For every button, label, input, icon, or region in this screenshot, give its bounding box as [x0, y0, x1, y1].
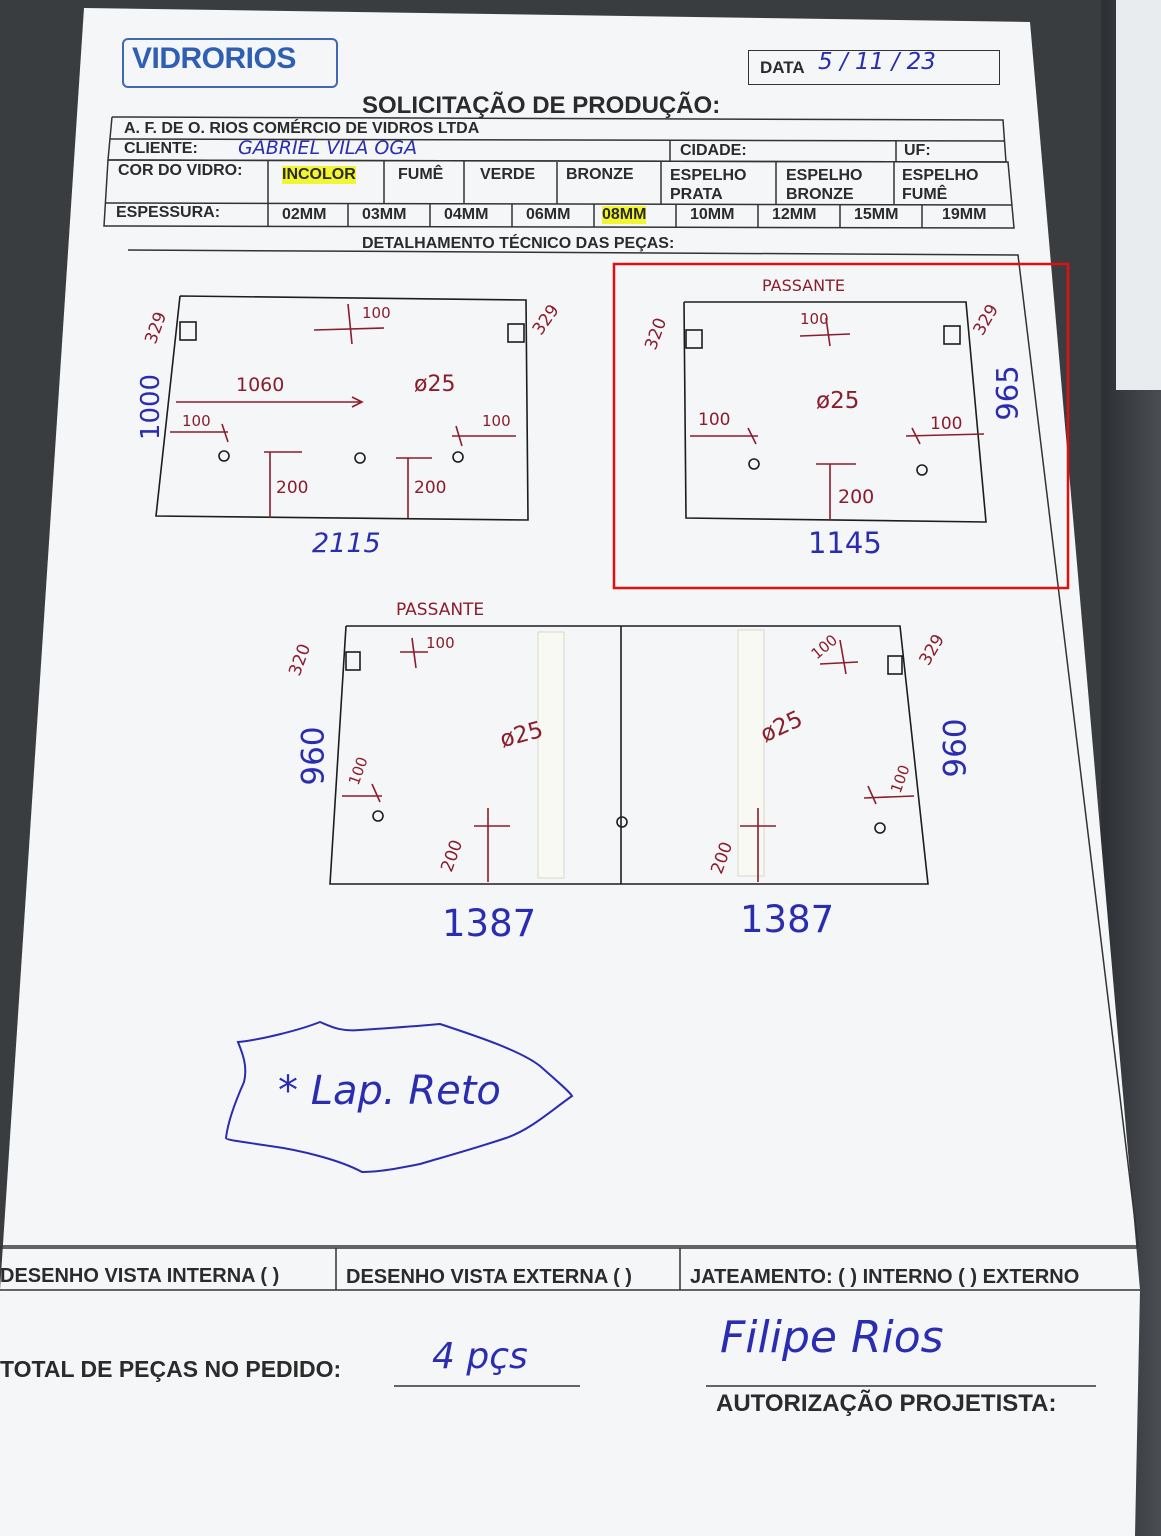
- vista-interna-label: DESENHO VISTA INTERNA ( ): [0, 1265, 280, 1287]
- p2-note: PASSANTE: [762, 276, 845, 295]
- thickness-10mm: 10MM: [690, 206, 735, 223]
- p2-width: 1145: [808, 526, 882, 560]
- city-label: CIDADE:: [680, 142, 747, 159]
- thickness-04mm: 04MM: [444, 206, 489, 223]
- color-option-verde: VERDE: [480, 166, 536, 183]
- thickness-08mm: 08MM: [602, 206, 647, 224]
- paper-stack: [1116, 0, 1161, 390]
- date-label: DATA: [760, 58, 805, 77]
- designer-signature: Filipe Rios: [720, 1312, 944, 1363]
- color-option-espelho-fume: ESPELHO FUMÊ: [902, 167, 979, 203]
- color-option-incolor: INCOLOR: [282, 166, 356, 184]
- thickness-19mm: 19MM: [942, 206, 987, 223]
- form-title: SOLICITAÇÃO DE PRODUÇÃO:: [362, 92, 721, 119]
- p3-width-right: 1387: [740, 898, 835, 941]
- date-box: [748, 50, 1000, 85]
- designer-authorization-label: AUTORIZAÇÃO PROJETISTA:: [716, 1390, 1057, 1417]
- thickness-15mm: 15MM: [854, 206, 899, 223]
- thickness-03mm: 03MM: [362, 206, 407, 223]
- p1-bottom-dim-2: 200: [414, 478, 447, 498]
- p2-bottom-dim: 200: [838, 486, 875, 508]
- finish-note: * Lap. Reto: [278, 1068, 501, 1114]
- p3-top-dim-left: 100: [426, 634, 455, 652]
- logo-frame: [122, 38, 338, 88]
- vista-externa-label: DESENHO VISTA EXTERNA ( ): [346, 1266, 632, 1288]
- color-option-espelho-bronze: ESPELHO BRONZE: [786, 167, 863, 203]
- p2-left-dim: 100: [698, 410, 731, 430]
- thickness-06mm: 06MM: [526, 206, 571, 223]
- client-label: CLIENTE:: [124, 140, 198, 157]
- color-option-bronze: BRONZE: [566, 166, 634, 183]
- total-pieces-label: TOTAL DE PEÇAS NO PEDIDO:: [0, 1356, 342, 1382]
- color-option-espelho-prata: ESPELHO PRATA: [670, 167, 747, 203]
- p1-top-dim: 100: [362, 304, 391, 322]
- p1-bottom-dim-1: 200: [276, 478, 309, 498]
- jateamento-label: JATEAMENTO: ( ) INTERNO ( ) EXTERNO: [690, 1266, 1080, 1288]
- p2-right-dim: 100: [930, 414, 963, 434]
- p3-height-right: 960: [937, 718, 974, 778]
- p1-hole-diameter: ø25: [414, 372, 456, 397]
- glass-color-label: COR DO VIDRO:: [118, 162, 243, 179]
- p3-width-left: 1387: [442, 902, 537, 945]
- brand-logo: VIDRORIOS: [132, 42, 296, 75]
- p2-top-dim: 100: [800, 310, 829, 328]
- p2-height: 965: [990, 365, 1025, 421]
- p1-right-dim: 100: [482, 412, 511, 430]
- p3-note: PASSANTE: [396, 600, 485, 620]
- total-pieces-value: 4 pçs: [432, 1336, 528, 1377]
- thickness-12mm: 12MM: [772, 206, 817, 223]
- company-name: A. F. DE O. RIOS COMÉRCIO DE VIDROS LTDA: [124, 120, 480, 137]
- p1-height: 1000: [136, 373, 167, 441]
- p3-height-left: 960: [295, 726, 332, 786]
- p2-hole-diameter: ø25: [816, 388, 860, 414]
- color-option-fume: FUMÊ: [398, 166, 444, 183]
- uf-label: UF:: [904, 142, 931, 159]
- p1-inner-dim: 1060: [236, 374, 285, 396]
- client-value: GABRIEL VILA OGA: [238, 137, 418, 159]
- p1-left-dim: 100: [182, 412, 211, 430]
- annotation-box: [612, 262, 1070, 590]
- p1-width: 2115: [312, 528, 381, 559]
- thickness-02mm: 02MM: [282, 206, 327, 223]
- technical-details-title: DETALHAMENTO TÉCNICO DAS PEÇAS:: [362, 235, 675, 252]
- date-value: 5 / 11 / 23: [818, 49, 936, 75]
- thickness-label: ESPESSURA:: [116, 204, 221, 221]
